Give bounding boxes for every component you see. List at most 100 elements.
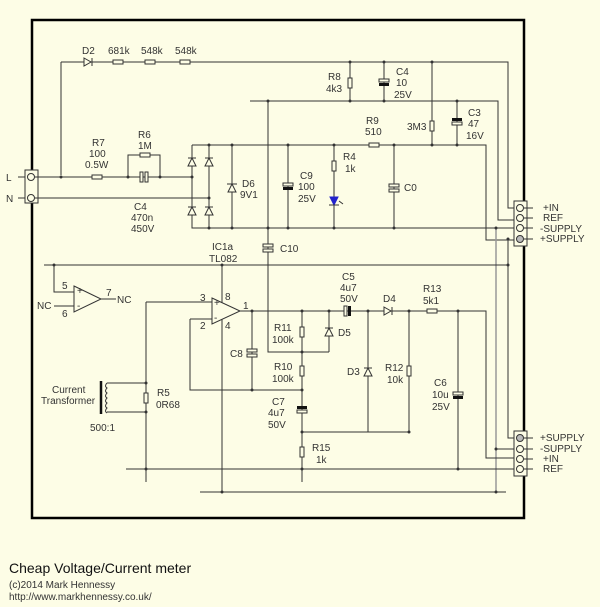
capacitor-c7-electrolytic	[296, 406, 308, 414]
label-c6-value: 10u	[432, 390, 449, 401]
label-c6: C6	[434, 378, 447, 389]
label-c4b-value: 470n	[131, 213, 153, 224]
label-c5: C5	[342, 272, 355, 283]
label-pin5: 5	[62, 281, 68, 292]
capacitor-c3-electrolytic	[451, 118, 463, 126]
connector-bottom-pin4: REF	[543, 464, 563, 475]
label-r13: R13	[423, 284, 442, 295]
label-r15: R15	[312, 443, 331, 454]
diode-d5	[324, 326, 334, 337]
label-pin4: 4	[225, 321, 231, 332]
label-c8: C8	[230, 349, 243, 360]
label-pin6: 6	[62, 309, 68, 320]
label-d5: D5	[338, 328, 351, 339]
label-c7-value: 4u7	[268, 408, 285, 419]
label-r4-value: 1k	[345, 164, 357, 175]
connector-bottom-pin3: +IN	[543, 454, 559, 465]
label-ic1a: IC1a	[212, 242, 234, 253]
label-pin3: 3	[200, 293, 206, 304]
connector-bottom	[513, 430, 533, 477]
connector-top-pin4: +SUPPLY	[540, 234, 585, 245]
label-r12-value: 10k	[387, 375, 404, 386]
svg-text:-: -	[214, 313, 217, 324]
resistor-r7	[91, 174, 103, 180]
label-c7-voltage: 50V	[268, 420, 286, 431]
label-r9: R9	[366, 116, 379, 127]
label-pin8: 8	[225, 292, 231, 303]
label-c10: C10	[280, 244, 299, 255]
capacitor-c9-electrolytic	[282, 182, 294, 190]
label-r9-value: 510	[365, 127, 382, 138]
led-indicator	[329, 196, 344, 207]
label-c4-value: 10	[396, 78, 408, 89]
label-ct-line1: Current	[52, 385, 86, 396]
label-c4b: C4	[134, 202, 147, 213]
label-r10-value: 100k	[272, 374, 295, 385]
label-ct-line2: Transformer	[41, 396, 96, 407]
label-c5-value: 4u7	[340, 283, 357, 294]
label-tl082: TL082	[209, 254, 238, 265]
author-url: http://www.markhennessy.co.uk/	[9, 592, 152, 603]
capacitor-c4-x2	[139, 171, 149, 183]
resistor-r9	[368, 142, 380, 148]
resistor-r12	[406, 365, 412, 377]
capacitor-c6-electrolytic	[452, 391, 464, 399]
label-r7: R7	[92, 138, 105, 149]
terminal-l-label: L	[6, 173, 12, 184]
label-c9-voltage: 25V	[298, 194, 316, 205]
label-nc-in: NC	[37, 301, 51, 312]
label-r8: R8	[328, 72, 341, 83]
resistor-r10	[299, 365, 305, 377]
label-r8-value: 4k3	[326, 84, 343, 95]
label-548k-a: 548k	[141, 46, 164, 57]
bridge-rectifier	[187, 156, 214, 216]
diode-d4	[383, 306, 393, 316]
capacitor-c10	[262, 243, 274, 253]
resistor-r11	[299, 326, 305, 338]
capacitor-c8	[246, 348, 258, 358]
label-c5-voltage: 50V	[340, 294, 358, 305]
capacitor-c5-electrolytic	[343, 305, 351, 317]
capacitor-c4-electrolytic	[378, 78, 390, 86]
label-681k: 681k	[108, 46, 131, 57]
label-r6: R6	[138, 130, 151, 141]
label-d6-value: 9V1	[240, 190, 258, 201]
label-pin7: 7	[106, 288, 112, 299]
copyright-notice: (c)2014 Mark Hennessy	[9, 580, 116, 591]
transformer-coil	[105, 382, 108, 414]
label-r10: R10	[274, 362, 293, 373]
label-r11: R11	[274, 323, 292, 334]
connector-top-pin3: -SUPPLY	[540, 224, 582, 235]
schematic-title: Cheap Voltage/Current meter	[9, 560, 192, 576]
resistor-548k-a	[144, 59, 156, 65]
label-pin2: 2	[200, 321, 206, 332]
label-d3: D3	[347, 367, 360, 378]
label-c3-value: 47	[468, 119, 480, 130]
terminal-n-label: N	[6, 194, 13, 205]
label-r12: R12	[385, 363, 404, 374]
connector-bottom-pin1: +SUPPLY	[540, 433, 585, 444]
label-r7-wattage: 0.5W	[85, 160, 109, 171]
label-pin1: 1	[243, 301, 249, 312]
label-c0: C0	[404, 183, 417, 194]
connector-top	[513, 200, 533, 247]
label-r4: R4	[343, 152, 356, 163]
label-c4b-voltage: 450V	[131, 224, 155, 235]
label-r5: R5	[157, 388, 170, 399]
svg-text:+: +	[77, 286, 83, 297]
label-r7-value: 100	[89, 149, 106, 160]
resistor-548k-b	[179, 59, 191, 65]
label-nc-out: NC	[117, 295, 131, 306]
diode-d2	[83, 57, 93, 67]
label-ct-ratio: 500:1	[90, 423, 115, 434]
board-outline	[30, 18, 526, 520]
opamp-b: +-	[73, 285, 103, 313]
label-r5-value: 0R68	[156, 400, 180, 411]
connector-bottom-pin2: -SUPPLY	[540, 444, 582, 455]
label-3m3: 3M3	[407, 122, 427, 133]
label-d6: D6	[242, 179, 255, 190]
label-c3: C3	[468, 108, 481, 119]
svg-text:+: +	[214, 298, 220, 309]
resistor-681k	[112, 59, 124, 65]
junction-dots	[52, 60, 510, 494]
